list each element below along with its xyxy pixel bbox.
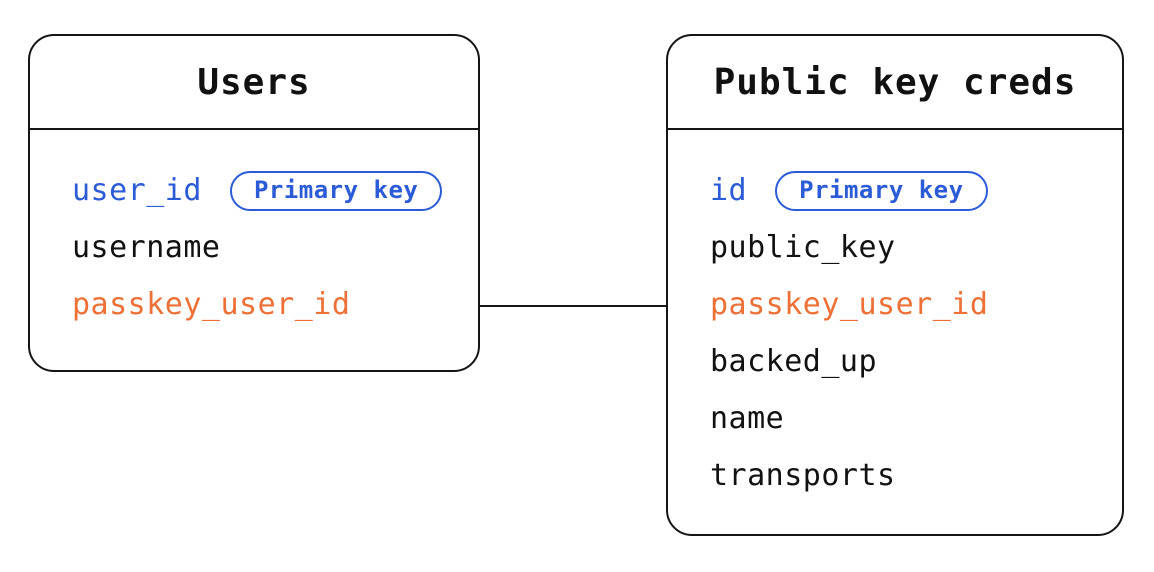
field-name: public_key: [710, 230, 896, 265]
field-name: passkey_user_id: [72, 287, 351, 322]
field-row: transports: [668, 447, 1122, 504]
field-row: passkey_user_id: [668, 276, 1122, 333]
field-name: id: [710, 173, 748, 208]
field-name: backed_up: [710, 344, 878, 379]
field-name: passkey_user_id: [710, 287, 989, 322]
field-name: username: [72, 230, 221, 265]
field-row: public_key: [668, 219, 1122, 276]
table-users-body: user_id Primary key username passkey_use…: [30, 130, 478, 333]
field-row: passkey_user_id: [30, 276, 478, 333]
field-row: name: [668, 390, 1122, 447]
relation-line: [478, 305, 666, 307]
table-title: Public key creds: [668, 36, 1122, 130]
table-title: Users: [30, 36, 478, 130]
table-users: Users user_id Primary key username passk…: [28, 34, 480, 372]
field-name: name: [710, 401, 785, 436]
field-row: username: [30, 219, 478, 276]
primary-key-badge: Primary key: [229, 170, 443, 211]
field-row: backed_up: [668, 333, 1122, 390]
table-public-key-creds-body: id Primary key public_key passkey_user_i…: [668, 130, 1122, 504]
field-name: transports: [710, 458, 896, 493]
field-name: user_id: [72, 173, 202, 208]
field-row: user_id Primary key: [30, 162, 478, 219]
primary-key-badge: Primary key: [775, 170, 988, 211]
field-row: id Primary key: [668, 162, 1122, 219]
table-public-key-creds: Public key creds id Primary key public_k…: [666, 34, 1124, 536]
